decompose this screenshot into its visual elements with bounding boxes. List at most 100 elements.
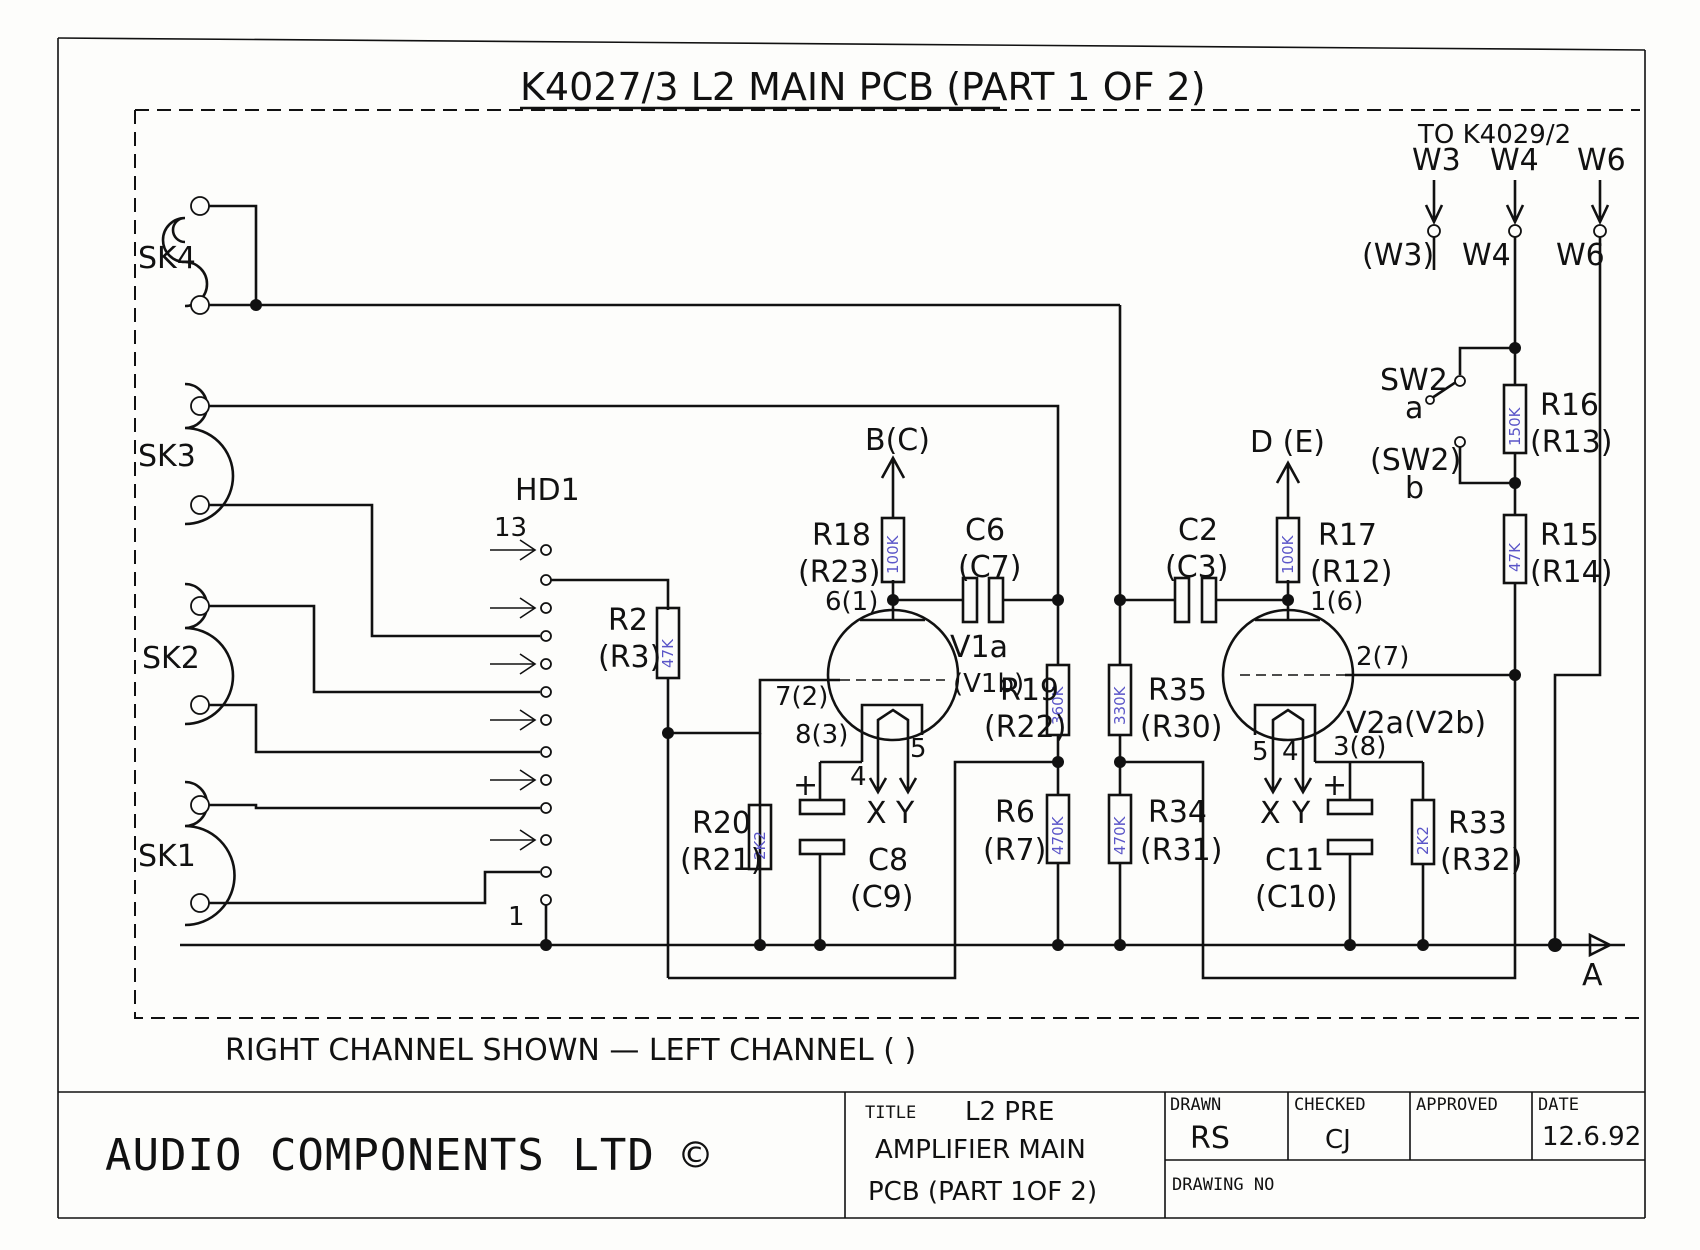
r18-alt: (R23) — [798, 555, 880, 590]
sw2a-label: SW2 — [1380, 363, 1448, 398]
v1-pin-anode: 6(1) — [825, 587, 878, 617]
sw2b-label: (SW2) — [1370, 443, 1461, 478]
sw2a-sub: a — [1405, 391, 1423, 426]
header-arrows — [490, 539, 537, 851]
c2-alt: (C3) — [1165, 550, 1228, 585]
r15-ref: R15 — [1540, 518, 1599, 553]
ground-arrow — [1588, 932, 1625, 958]
drawn-value: RS — [1190, 1121, 1230, 1156]
drawing-frame — [57, 37, 1646, 1219]
title-line-1: L2 PRE — [965, 1097, 1054, 1127]
v1-pin-5: 5 — [910, 734, 927, 764]
supply-column — [1425, 236, 1528, 675]
v1-heater-x: X — [866, 796, 887, 831]
r18-value: 100K — [884, 534, 902, 574]
r16-value: 150K — [1506, 406, 1524, 446]
r34-alt: (R31) — [1140, 833, 1222, 868]
c11-ref: C11 — [1265, 843, 1324, 878]
c6-ref: C6 — [965, 513, 1005, 548]
r6-ref: R6 — [995, 795, 1035, 830]
r2-alt: (R3) — [598, 640, 661, 675]
c8-ref: C8 — [868, 843, 908, 878]
r19-ref: R19 — [1000, 673, 1059, 708]
junction-dots — [250, 299, 1562, 952]
r34-ref: R34 — [1148, 795, 1207, 830]
r34-value: 470K — [1111, 815, 1129, 855]
header-pin-13: 13 — [494, 513, 527, 543]
r17-alt: (R12) — [1310, 555, 1392, 590]
drawn-label: DRAWN — [1170, 1095, 1221, 1115]
ground-label: A — [1582, 958, 1603, 993]
c8-plus: + — [793, 768, 818, 803]
capacitor-c2 — [1173, 576, 1191, 624]
c8-alt: (C9) — [850, 880, 913, 915]
r15-alt: (R14) — [1530, 555, 1612, 590]
socket-label-sk3: SK3 — [138, 439, 196, 474]
header-pin-1: 1 — [508, 902, 525, 932]
footer-note: RIGHT CHANNEL SHOWN — LEFT CHANNEL ( ) — [225, 1033, 916, 1068]
title-label: TITLE — [865, 1103, 916, 1123]
r16-alt: (R13) — [1530, 425, 1612, 460]
header-pins — [540, 544, 552, 906]
r20-ref: R20 — [692, 806, 751, 841]
socket-sk4 — [161, 196, 210, 315]
r16-ref: R16 — [1540, 388, 1599, 423]
sw2b-sub: b — [1405, 471, 1424, 506]
v2-ref: V2a(V2b) — [1346, 706, 1486, 741]
output-d-label: D (E) — [1250, 425, 1325, 460]
r6-value: 470K — [1049, 815, 1067, 855]
v2-heater-x: X — [1260, 796, 1281, 831]
r33-value: 2K2 — [1414, 826, 1432, 855]
r17-ref: R17 — [1318, 518, 1377, 553]
valve-v1a — [820, 600, 960, 795]
r35-value: 330K — [1111, 685, 1129, 725]
r2-value: 47K — [659, 638, 677, 668]
v1-pin-grid: 7(2) — [775, 682, 828, 712]
pcb-label-w4: W4 — [1462, 238, 1511, 273]
v1-ref: V1a — [950, 630, 1008, 665]
c11-plus: + — [1322, 768, 1347, 803]
r20-alt: (R21) — [680, 843, 762, 878]
v1-pin-4: 4 — [850, 762, 867, 792]
v2-heater-y: Y — [1291, 796, 1311, 831]
r35-alt: (R30) — [1140, 710, 1222, 745]
title-line-2: AMPLIFIER MAIN — [875, 1135, 1086, 1165]
checked-label: CHECKED — [1294, 1095, 1366, 1115]
pcb-boundary — [134, 109, 1640, 1019]
c2-ref: C2 — [1178, 513, 1218, 548]
wire-arrows — [1424, 180, 1610, 226]
c11-alt: (C10) — [1255, 880, 1338, 915]
v2-pin-anode: 1(6) — [1310, 587, 1363, 617]
socket-label-sk4: SK4 — [138, 241, 196, 276]
pcb-label-w3: (W3) — [1362, 238, 1434, 273]
socket-sk3 — [184, 382, 235, 526]
header-label: HD1 — [515, 473, 580, 508]
v1-heater-y: Y — [895, 796, 915, 831]
r17-value: 100K — [1279, 534, 1297, 574]
wire-w4: W4 — [1490, 143, 1539, 178]
resistor-r20 — [747, 803, 773, 871]
v2-pin-4: 4 — [1282, 737, 1299, 767]
r2-ref: R2 — [608, 603, 648, 638]
r35-ref: R35 — [1148, 673, 1207, 708]
header-hd1 — [490, 539, 670, 945]
wire-w3: W3 — [1412, 143, 1461, 178]
valve-v2a — [1221, 600, 1423, 795]
date-label: DATE — [1538, 1095, 1579, 1115]
approved-label: APPROVED — [1416, 1095, 1498, 1115]
pcb-label-w6: W6 — [1556, 238, 1605, 273]
checked-value: CJ — [1325, 1125, 1351, 1155]
capacitor-c11 — [1326, 798, 1374, 816]
title-line-3: PCB (PART 1OF 2) — [868, 1177, 1097, 1207]
capacitor-c6 — [961, 576, 979, 624]
v2-pin-cathode: 3(8) — [1333, 732, 1386, 762]
output-b-label: B(C) — [865, 423, 930, 458]
v2-pin-5: 5 — [1252, 737, 1269, 767]
r19-alt: (R22) — [984, 710, 1066, 745]
company-name: AUDIO COMPONENTS LTD © — [105, 1130, 710, 1181]
date-value: 12.6.92 — [1542, 1122, 1641, 1152]
r33-alt: (R32) — [1440, 843, 1522, 878]
socket-label-sk1: SK1 — [138, 839, 196, 874]
c6-alt: (C7) — [958, 550, 1021, 585]
